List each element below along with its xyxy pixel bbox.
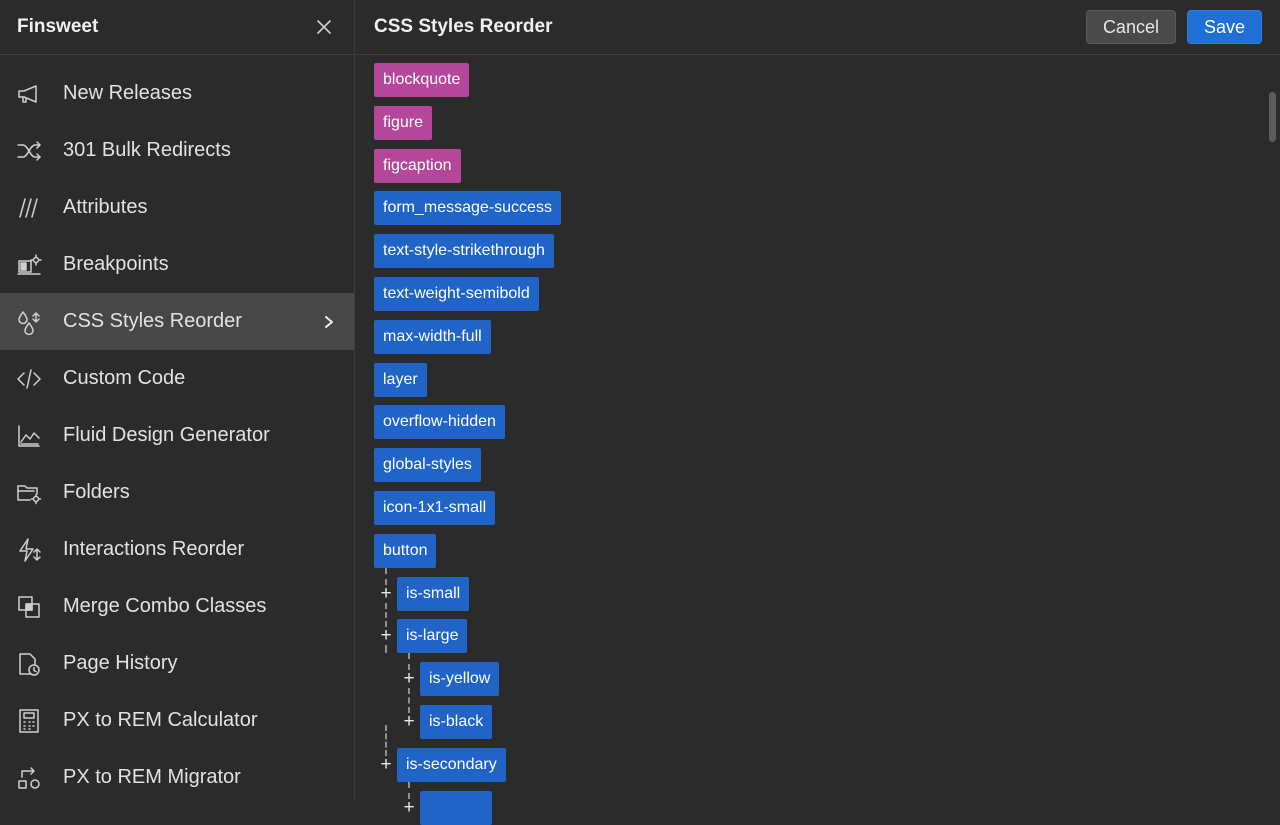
scrollbar-thumb[interactable] xyxy=(1269,92,1276,142)
sidebar-item-custom-code[interactable]: Custom Code xyxy=(0,350,354,407)
sidebar-item-merge-combo-classes[interactable]: Merge Combo Classes xyxy=(0,578,354,635)
sidebar-item-label: PX to REM Calculator xyxy=(63,709,258,731)
sidebar-item-label: Attributes xyxy=(63,196,148,218)
style-tag[interactable]: text-style-strikethrough xyxy=(374,234,554,269)
sidebar-header: Finsweet xyxy=(0,0,354,55)
tree-connector-line xyxy=(385,602,387,628)
style-tag[interactable]: global-styles xyxy=(374,448,481,483)
sidebar-item-page-history[interactable]: Page History xyxy=(0,635,354,692)
sidebar-nav: New Releases 301 Bulk Redirects Attribut… xyxy=(0,55,354,800)
expand-plus-icon[interactable]: + xyxy=(403,668,415,690)
cancel-button[interactable]: Cancel xyxy=(1085,10,1176,44)
sidebar-item-301-bulk-redirects[interactable]: 301 Bulk Redirects xyxy=(0,122,354,179)
sidebar-item-new-releases[interactable]: New Releases xyxy=(0,65,354,122)
expand-plus-icon[interactable]: + xyxy=(403,796,415,818)
style-tag[interactable]: blockquote xyxy=(374,63,470,97)
style-tag[interactable]: button xyxy=(374,533,437,568)
expand-plus-icon[interactable]: + xyxy=(380,753,392,775)
attributes-icon xyxy=(16,195,42,221)
expand-plus-icon[interactable]: + xyxy=(380,582,392,604)
sidebar-item-label: Folders xyxy=(63,481,130,503)
sidebar-item-breakpoints[interactable]: Breakpoints xyxy=(0,236,354,293)
style-tag[interactable]: figcaption xyxy=(374,148,461,183)
merge-icon xyxy=(16,594,42,620)
save-button[interactable]: Save xyxy=(1186,10,1262,44)
area-chart-icon xyxy=(16,423,42,449)
tree-connector-line xyxy=(385,645,387,654)
sidebar-item-fluid-design-generator[interactable]: Fluid Design Generator xyxy=(0,407,354,464)
tree-connector-line xyxy=(385,567,387,585)
styles-tree: blockquote figure figcaption form_message-s… xyxy=(374,63,1254,825)
drops-reorder-icon xyxy=(16,309,42,335)
style-tag[interactable]: figure xyxy=(374,105,433,140)
sidebar: Finsweet New Releases 301 Bulk Redirects… xyxy=(0,0,355,800)
sidebar-item-label: PX to REM Migrator xyxy=(63,766,241,788)
sidebar-item-css-styles-reorder[interactable]: CSS Styles Reorder xyxy=(0,293,354,350)
style-tag[interactable]: layer xyxy=(374,362,427,397)
tree-connector-line xyxy=(408,781,410,799)
header-actions: Cancel Save xyxy=(1085,10,1262,44)
close-button[interactable] xyxy=(312,15,336,39)
sidebar-item-label: CSS Styles Reorder xyxy=(63,310,242,332)
style-tag[interactable]: is-yellow xyxy=(420,662,500,697)
page-title: CSS Styles Reorder xyxy=(374,16,553,37)
style-tag[interactable]: is-black xyxy=(420,705,493,739)
sidebar-item-interactions-reorder[interactable]: Interactions Reorder xyxy=(0,521,354,578)
sidebar-item-label: Interactions Reorder xyxy=(63,538,245,560)
expand-plus-icon[interactable]: + xyxy=(380,625,392,647)
sidebar-item-label: Merge Combo Classes xyxy=(63,595,267,617)
sidebar-item-px-to-rem-migrator[interactable]: PX to REM Migrator xyxy=(0,749,354,800)
main-panel: CSS Styles Reorder Cancel Save blockquot… xyxy=(356,0,1280,825)
folder-gear-icon xyxy=(16,480,42,506)
tree-connector-line xyxy=(408,688,410,713)
sidebar-item-label: 301 Bulk Redirects xyxy=(63,139,231,161)
style-tag[interactable]: is-large xyxy=(397,619,468,654)
megaphone-icon xyxy=(16,81,42,107)
tree-connector-line xyxy=(408,653,410,671)
sidebar-item-attributes[interactable]: Attributes xyxy=(0,179,354,236)
shuffle-icon xyxy=(16,138,42,164)
sidebar-item-label: Custom Code xyxy=(63,367,186,389)
style-tag[interactable]: max-width-full xyxy=(374,319,491,354)
sidebar-item-label: New Releases xyxy=(63,82,192,104)
chevron-right-icon xyxy=(325,315,333,328)
sidebar-item-label: Breakpoints xyxy=(63,253,169,275)
main-header: CSS Styles Reorder Cancel Save xyxy=(356,0,1280,55)
calculator-icon xyxy=(16,708,42,734)
page-history-icon xyxy=(16,651,42,677)
bolt-reorder-icon xyxy=(16,537,42,563)
sidebar-item-folders[interactable]: Folders xyxy=(0,464,354,521)
tree-connector-line xyxy=(385,725,387,756)
close-icon xyxy=(317,20,331,34)
sidebar-item-label: Page History xyxy=(63,652,178,674)
sidebar-item-label: Fluid Design Generator xyxy=(63,424,270,446)
style-tag[interactable]: is-small xyxy=(397,576,470,611)
code-icon xyxy=(16,366,42,392)
style-tag[interactable] xyxy=(420,790,492,825)
breakpoints-icon xyxy=(16,252,42,278)
style-tag[interactable]: icon-1x1-small xyxy=(374,491,496,525)
expand-plus-icon[interactable]: + xyxy=(403,711,415,732)
style-tag[interactable]: form_message-success xyxy=(374,191,561,226)
style-tag[interactable]: is-secondary xyxy=(397,747,506,782)
style-tag[interactable]: text-weight-semibold xyxy=(374,277,539,311)
style-tag[interactable]: overflow-hidden xyxy=(374,405,505,440)
sidebar-title: Finsweet xyxy=(17,16,99,37)
sidebar-item-px-to-rem-calculator[interactable]: PX to REM Calculator xyxy=(0,692,354,749)
migrator-icon xyxy=(16,765,42,791)
